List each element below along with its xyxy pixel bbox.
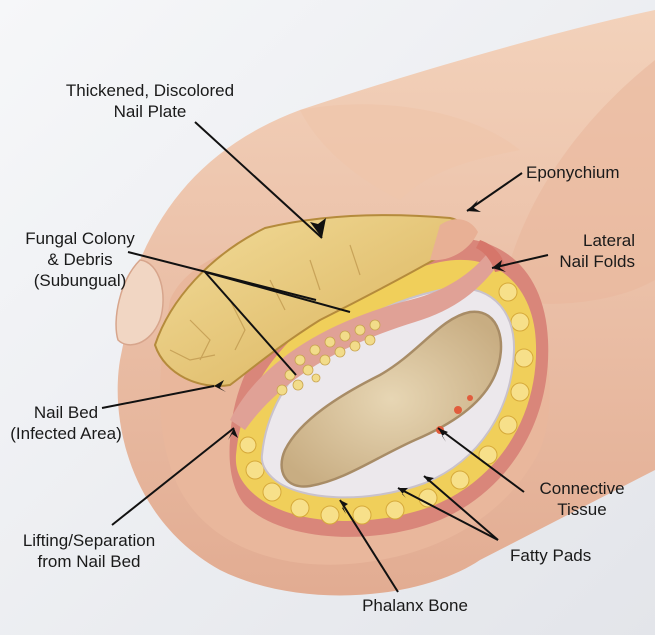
label-nail-plate-line2: Nail Plate — [113, 102, 187, 121]
leader-eponychium — [466, 172, 523, 212]
fat-globules — [239, 282, 534, 525]
label-lateral-line2: Nail Folds — [559, 252, 635, 271]
label-connective-line1: Connective — [539, 479, 625, 498]
label-fungal-line1: Fungal Colony — [25, 229, 135, 248]
label-nail-plate-line1: Thickened, Discolored — [65, 81, 235, 100]
leader-nail-bed — [101, 385, 215, 409]
leader-fatty-1 — [423, 475, 499, 541]
second-toe-nail — [115, 259, 164, 346]
label-lateral-line1: Lateral — [583, 231, 635, 250]
label-connective-tissue: Connective Tissue — [522, 478, 642, 520]
label-lifting-separation: Lifting/Separation from Nail Bed — [4, 530, 174, 572]
leader-fungal-2 — [204, 271, 297, 376]
leader-connective — [437, 427, 525, 493]
label-fungal-colony: Fungal Colony & Debris (Subungual) — [10, 228, 150, 291]
label-eponychium: Eponychium — [526, 162, 620, 183]
label-fatty-line1: Fatty Pads — [510, 546, 592, 565]
label-phalanx-line1: Phalanx Bone — [362, 596, 468, 615]
label-lifting-line1: Lifting/Separation — [22, 531, 156, 550]
nail-cracks — [169, 244, 361, 361]
leader-nail-plate — [194, 121, 323, 239]
label-fungal-line2: & Debris — [47, 250, 113, 269]
toe-crease — [300, 104, 520, 200]
eponychium-fold — [430, 219, 478, 261]
foot-shadow — [500, 60, 655, 304]
label-nail-bed: Nail Bed (Infected Area) — [0, 402, 132, 444]
label-lifting-line2: from Nail Bed — [37, 552, 141, 571]
label-connective-line2: Tissue — [557, 500, 607, 519]
label-fungal-line3: (Subungual) — [33, 271, 127, 290]
leader-phalanx — [339, 499, 399, 593]
label-nail-bed-line1: Nail Bed — [33, 403, 99, 422]
label-lateral-nail-folds: Lateral Nail Folds — [535, 230, 635, 272]
label-fatty-pads: Fatty Pads — [510, 545, 591, 566]
label-nail-plate: Thickened, Discolored Nail Plate — [50, 80, 250, 122]
arrowheads — [214, 200, 506, 514]
leader-lines — [101, 121, 549, 593]
label-eponychium-line1: Eponychium — [526, 163, 620, 182]
leader-lateral-folds — [491, 254, 549, 269]
leader-lifting — [111, 427, 235, 526]
label-nail-bed-line2: (Infected Area) — [10, 424, 122, 443]
label-phalanx-bone: Phalanx Bone — [340, 595, 490, 616]
fungal-debris — [276, 319, 381, 396]
leader-fungal-3 — [204, 271, 351, 313]
phalanx-bone — [280, 310, 503, 488]
leader-fatty-2 — [397, 487, 499, 541]
